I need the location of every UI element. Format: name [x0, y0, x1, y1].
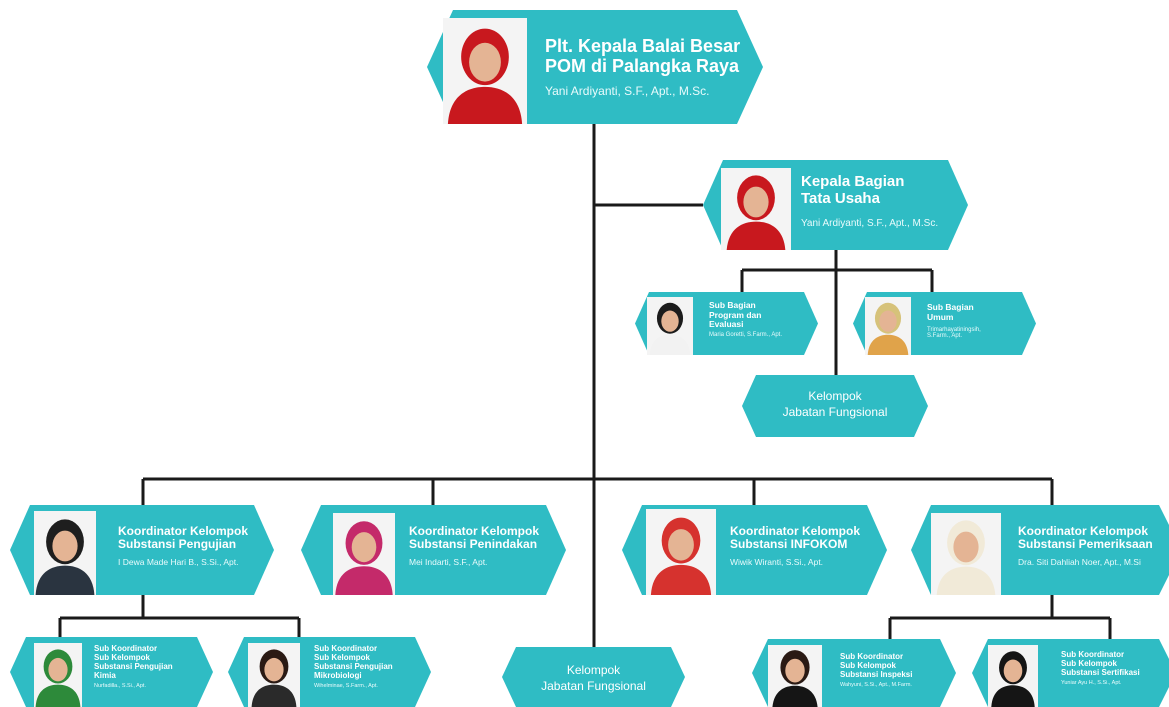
title-line: Substansi INFOKOM	[730, 537, 848, 552]
title-line: Sub Koordinator	[314, 644, 378, 653]
title-line: Koordinator Kelompok	[730, 524, 861, 538]
title-line: Substansi Pemeriksaan	[1018, 537, 1153, 552]
title-line: Kepala Bagian	[801, 173, 905, 190]
title-line: Program dan	[709, 309, 762, 320]
title-line: Kimia	[94, 670, 116, 680]
title-line: Sub Bagian	[709, 300, 756, 310]
person-name: Yuniar Ayu H., S.Si., Apt.	[1061, 679, 1122, 686]
person-name: I Dewa Made Hari B., S.Si., Apt.	[118, 556, 239, 567]
photo-sub-koordinator-inspeksi	[768, 645, 822, 707]
photo-koordinator-penindakan	[333, 513, 395, 595]
photo-koordinator-pemeriksaan	[931, 513, 1001, 595]
title-line: Sub Koordinator	[840, 652, 904, 661]
title-line: Substansi Pengujian	[314, 661, 393, 671]
title-line: Sub Koordinator	[1061, 650, 1125, 659]
hexagon-shape	[742, 375, 928, 437]
photo-sub-koordinator-kimia	[34, 643, 82, 707]
photo-sub-koordinator-mikrobiologi	[248, 643, 300, 707]
title-line: Sub Bagian	[927, 302, 974, 312]
title-line: Sub Kelompok	[94, 652, 151, 662]
photo-koordinator-pengujian	[34, 511, 96, 595]
person-name: Dra. Siti Dahliah Noer, Apt., M.Si	[1018, 556, 1141, 567]
photo-sub-bagian-umum	[865, 297, 911, 355]
title-line: Evaluasi	[709, 319, 744, 330]
title-line: Jabatan Fungsional	[541, 678, 646, 693]
person-name: Nurfadilla., S.Si., Apt.	[94, 682, 146, 689]
title-line: Substansi Pengujian	[118, 537, 237, 552]
title-line: Sub Kelompok	[840, 660, 897, 670]
title-line: Mikrobiologi	[314, 670, 362, 680]
photo-sub-bagian-program	[647, 297, 693, 355]
person-name: Maria Goretti, S.Farm., Apt.	[709, 331, 783, 338]
title-line: POM di Palangka Raya	[545, 56, 740, 77]
title-line: Koordinator Kelompok	[1018, 524, 1149, 538]
person-name: Wahyuni, S.Si., Apt., M.Farm.	[840, 681, 912, 688]
photo-kepala-tata-usaha	[721, 168, 791, 250]
title-line: Koordinator Kelompok	[409, 524, 540, 538]
person-name: S.Farm., Apt.	[927, 333, 963, 340]
title-line: Substansi Penindakan	[409, 537, 538, 552]
person-name: Yani Ardiyanti, S.F., Apt., M.Sc.	[545, 84, 710, 99]
title-line: Plt. Kepala Balai Besar	[545, 36, 741, 56]
title-line: Sub Koordinator	[94, 644, 158, 653]
title-line: Kelompok	[566, 663, 621, 677]
person-name: Trimarhayatiningsih,	[927, 327, 981, 334]
person-name: Wihelminae, S.Farm., Apt.	[314, 682, 378, 689]
title-line: Sub Kelompok	[314, 652, 371, 662]
title-line: Substansi Inspeksi	[840, 669, 913, 679]
person-name: Mei Indarti, S.F., Apt.	[409, 556, 488, 567]
title-line: Sub Kelompok	[1061, 658, 1118, 668]
title-line: Umum	[927, 311, 954, 322]
photo-head	[443, 18, 527, 124]
title-line: Kelompok	[808, 389, 862, 403]
photo-koordinator-infokom	[646, 509, 716, 595]
person-name: Wiwik Wiranti, S.Si., Apt.	[730, 556, 824, 567]
person-name: Yani Ardiyanti, S.F., Apt., M.Sc.	[801, 217, 939, 229]
title-line: Tata Usaha	[801, 189, 880, 207]
title-line: Substansi Pengujian	[94, 661, 173, 671]
hexagon-shape	[502, 647, 685, 707]
title-line: Koordinator Kelompok	[118, 524, 249, 538]
title-line: Jabatan Fungsional	[782, 404, 888, 419]
photo-sub-koordinator-sertifikasi	[988, 645, 1038, 707]
title-line: Substansi Sertifikasi	[1061, 667, 1140, 677]
